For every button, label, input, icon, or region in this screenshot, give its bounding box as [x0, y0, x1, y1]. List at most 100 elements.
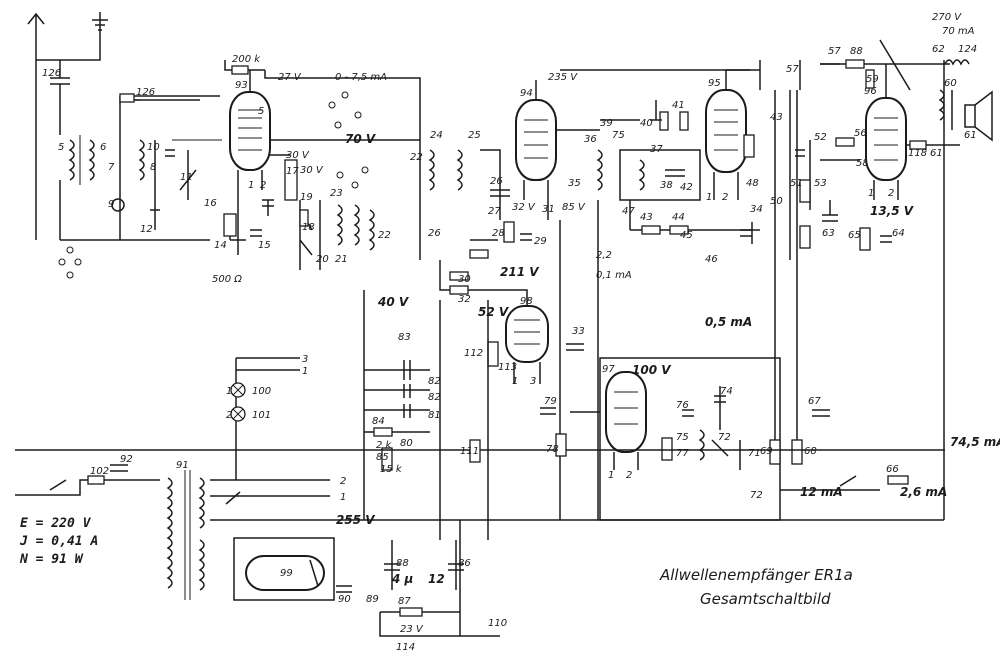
label-c8: 8 — [150, 162, 156, 173]
label-c74: 74 — [720, 386, 733, 397]
label-pin-97-2: 2 — [626, 470, 632, 481]
label-c88b: 88 — [396, 558, 409, 569]
label-pin-97-1: 1 — [608, 470, 614, 481]
label-c15: 15 — [258, 240, 271, 251]
label-pin-95-2: 2 — [722, 192, 728, 203]
label-c32: 32 — [458, 294, 471, 305]
label-c31: 31 — [542, 204, 555, 215]
mixer-plate-supply: 27 V 0 - 7,5 mA 17 70 V 30 V 30 V — [264, 70, 421, 260]
label-lamp-101: 101 — [252, 410, 271, 421]
if-filter-24-25: 22 24 25 26 — [410, 130, 510, 220]
label-c7: 7 — [108, 162, 115, 173]
label-c19: 19 — [300, 192, 313, 203]
label-c10: 10 — [147, 142, 160, 153]
label-c59: 59 — [866, 74, 879, 85]
label-lamp-side-1: 1 — [226, 386, 232, 397]
label-c57: 57 — [828, 46, 841, 57]
label-c41: 41 — [672, 100, 685, 111]
label-c45: 45 — [680, 230, 693, 241]
label-c40: 40 — [640, 118, 653, 129]
label-c86: 86 — [458, 558, 471, 569]
label-c43: 43 — [640, 212, 653, 223]
aerial-coil-switch: 5 6 — [58, 96, 106, 279]
label-c57b: 57 — [786, 64, 799, 75]
label-c56: 56 — [854, 128, 867, 139]
label-c28: 28 — [492, 228, 505, 239]
label-c23: 23 — [330, 188, 343, 199]
hv-filter-capacitor-bank: 83 82 82 81 40 V 84 2 k 85 15 k 80 — [363, 290, 441, 520]
if-coupling-misc: 57 26 — [428, 60, 840, 259]
label-c17: 17 — [286, 166, 299, 177]
label-tube-95: 95 — [708, 78, 721, 89]
label-term-3: 3 — [302, 354, 308, 365]
label-c88: 88 — [850, 46, 863, 57]
output-transformer-speaker: 270 V 70 mA 62 124 60 61 57 88 59 — [820, 12, 993, 142]
diagram-title: Allwellenempfänger ER1a — [659, 566, 853, 584]
label-c12-cap: 12 — [428, 572, 445, 586]
label-v70: 70 V — [345, 132, 377, 146]
label-c78: 78 — [546, 444, 559, 455]
tube-93-mixer: 200 k 93 1 2 5 — [224, 54, 300, 191]
label-c64: 64 — [892, 228, 905, 239]
label-fuse-102: 102 — [90, 466, 109, 477]
label-c62: 62 — [932, 44, 945, 55]
label-tube-99: 99 — [280, 568, 293, 579]
label-c65: 65 — [848, 230, 861, 241]
label-c67: 67 — [808, 396, 821, 407]
label-r2k: 2 k — [376, 440, 393, 451]
label-v23: 23 V — [400, 624, 424, 635]
label-c58: 58 — [856, 158, 869, 169]
label-c24: 24 — [430, 130, 443, 141]
label-v85: 85 V — [562, 202, 586, 213]
label-c22b: 22 — [410, 152, 423, 163]
label-c106: 112 — [464, 348, 483, 359]
oscillator-tank: 18 20 21 22 19 23 — [299, 91, 391, 270]
tube-94-if-amp: 94 235 V 32 V 85 V 28 29 27 31 — [488, 72, 586, 247]
label-lamp-side-2: 2 — [226, 410, 232, 421]
label-c14: 14 — [214, 240, 227, 251]
label-v75: 75 — [612, 130, 625, 141]
label-c90: 90 — [338, 594, 351, 605]
electrical-specs: E = 220 V J = 0,41 A N = 91 W — [19, 516, 98, 567]
label-c81: 81 — [428, 410, 441, 421]
label-c42: 42 — [680, 182, 693, 193]
label-c87: 87 — [398, 596, 411, 607]
label-v27: 27 V — [278, 72, 302, 83]
label-v211: 211 V — [500, 265, 540, 279]
label-c118: 124 — [958, 44, 977, 55]
spec-power: N = 91 W — [19, 552, 84, 567]
bias-resistor-87: 87 23 V 114 110 — [379, 520, 507, 653]
label-v255: 255 V — [336, 513, 376, 527]
label-r15k: 15 k — [380, 464, 403, 475]
label-pin-2: 2 — [260, 180, 266, 191]
label-c77: 77 — [676, 448, 689, 459]
label-r200k: 200 k — [232, 54, 261, 65]
label-v22: 2,2 — [596, 250, 612, 261]
label-c47: 47 — [622, 206, 635, 217]
label-c112: 118 — [908, 148, 927, 159]
label-pin-96-1: 1 — [868, 188, 874, 199]
label-v235: 235 V — [548, 72, 578, 83]
label-v30a: 30 V — [286, 150, 310, 161]
rectifier-tube-99: 99 — [233, 537, 335, 601]
label-c84: 84 — [372, 416, 385, 427]
input-tuning-section: 126 7 8 10 11 12 9 16 — [60, 87, 222, 241]
label-c66: 66 — [886, 464, 899, 475]
label-v32: 32 V — [512, 202, 536, 213]
label-c25: 25 — [468, 130, 481, 141]
label-v05: 0,5 mA — [705, 315, 752, 329]
label-c12: 12 — [140, 224, 153, 235]
label-c85: 85 — [376, 452, 389, 463]
label-c29: 29 — [534, 236, 547, 247]
reservoir-capacitors: 88 86 4 μ 12 90 89 — [336, 540, 471, 605]
label-c27: 27 — [488, 206, 501, 217]
label-v12: 12 mA — [800, 485, 843, 499]
label-term-1b: 1 — [340, 492, 346, 503]
mains-transformer-91: 91 2 1 255 V — [166, 460, 376, 600]
label-c5d: 5 — [258, 106, 264, 117]
supply-buses: 79 78 111 66 2,6 mA 12 mA 74,5 mA — [360, 60, 1000, 540]
label-c82a: 82 — [428, 376, 441, 387]
label-c5: 5 — [58, 142, 64, 153]
demod-filter-37-38: 37 38 47 43 44 42 40 41 — [619, 100, 760, 235]
